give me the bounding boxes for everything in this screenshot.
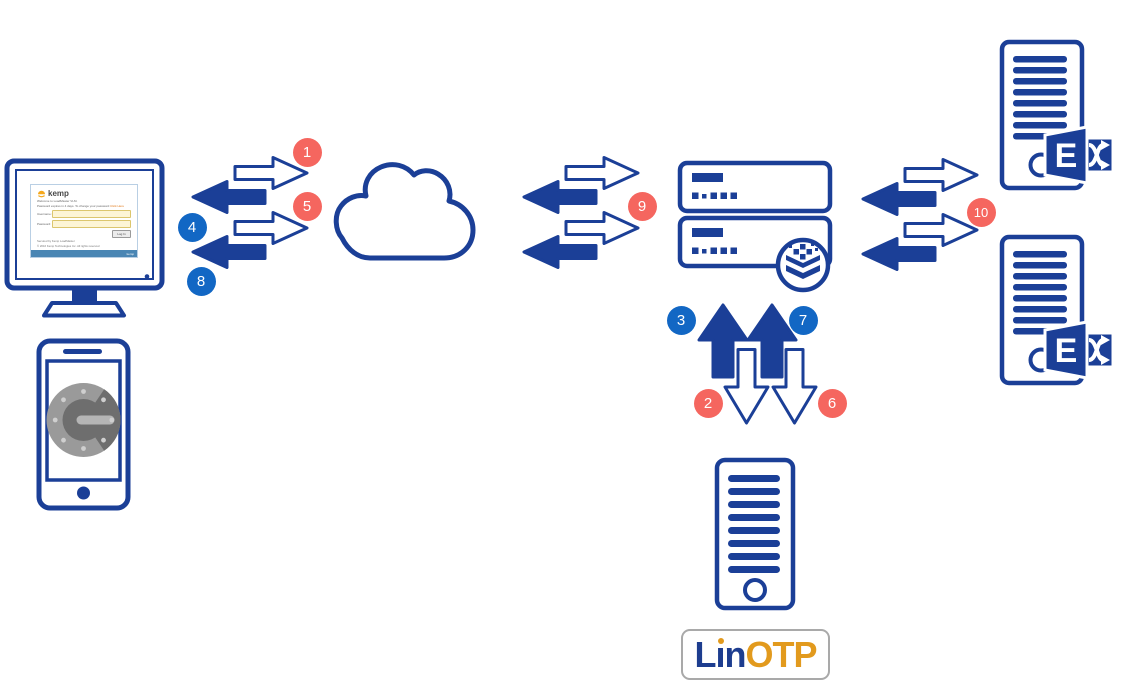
login-button: Log In [112, 229, 131, 238]
linotp-i-dot [717, 637, 724, 644]
step-badge-5: 5 [292, 191, 322, 221]
login-button-row: Log In [37, 229, 131, 238]
step-badge-2: 2 [693, 388, 723, 418]
kemp-brand-text: kemp [48, 189, 69, 198]
step-badge-1: 1 [292, 137, 322, 167]
exchange-server-icon: E [999, 234, 1115, 386]
password-notice: Password expires in 4 days. To change yo… [37, 204, 110, 208]
exchange-letter: E [1055, 137, 1078, 175]
username-label: Username: [37, 212, 52, 216]
linotp-logo-text: LınOTP [695, 633, 818, 675]
welcome-text: Welcome to LoadMaster VLM. [37, 200, 78, 203]
step-badge-9: 9 [627, 191, 657, 221]
exchange-server-icon: E [999, 39, 1115, 191]
login-footer-bar: kemp [31, 250, 137, 257]
secured-footnote: Secured by Kemp LoadMaster [37, 238, 75, 243]
linotp-otp-text: OTP [745, 633, 817, 675]
password-label: Password: [37, 221, 52, 226]
smartphone-icon [36, 338, 131, 511]
click-here-link: Click Here [110, 204, 125, 208]
loadmaster-appliance-icon [677, 160, 833, 293]
password-notice-text: Password expires in 4 days. To change yo… [37, 205, 131, 209]
kemp-logo-icon [38, 190, 45, 198]
step-badge-3: 3 [666, 305, 696, 335]
linotp-server-icon [714, 457, 796, 611]
kemp-brand: kemp [37, 189, 137, 198]
step-badge-8: 8 [186, 266, 216, 296]
exchange-letter: E [1055, 332, 1078, 370]
footer-brand-text: kemp [126, 251, 134, 256]
kemp-login-screen: kemp Welcome to LoadMaster VLM. Password… [30, 184, 138, 258]
cloud-icon [333, 162, 476, 261]
internet-loadbalancer-arrows-icon [522, 156, 640, 271]
copyright-footnote: © 2016 Kemp Technologies Inc. All rights… [37, 243, 100, 248]
client-internet-arrows-icon [191, 156, 309, 271]
linotp-logo: LınOTP [681, 629, 830, 680]
step-badge-6: 6 [817, 388, 847, 418]
password-input [52, 219, 131, 228]
exchange-logo-icon: E [1043, 125, 1115, 185]
step-badge-4: 4 [177, 212, 207, 242]
google-authenticator-icon [46, 383, 121, 457]
loadbalancer-exchange-arrows-icon [861, 158, 979, 273]
exchange-logo-icon: E [1043, 320, 1115, 380]
step-badge-7: 7 [788, 305, 818, 335]
layers-logo-icon [775, 237, 831, 293]
username-row: Username: [37, 210, 131, 218]
step-badge-10: 10 [966, 197, 996, 227]
password-row: Password: [37, 219, 131, 228]
username-input [52, 210, 131, 218]
